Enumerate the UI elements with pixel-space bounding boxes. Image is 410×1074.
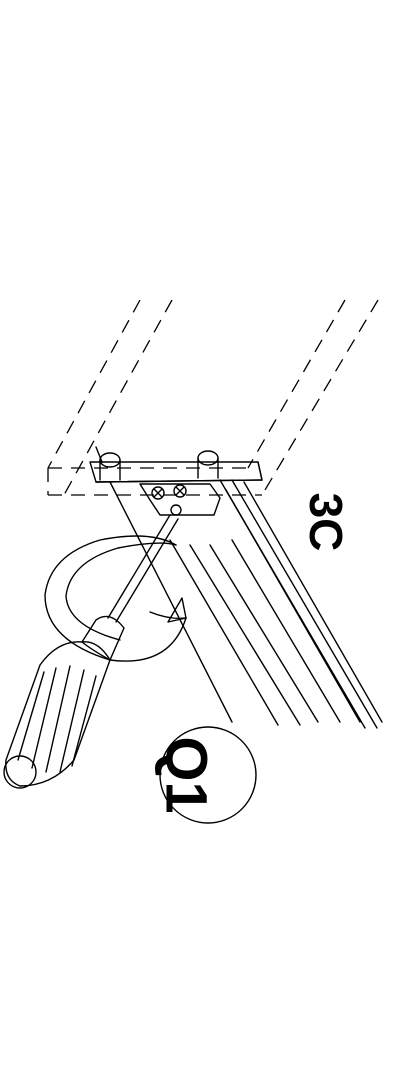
bracket-plate bbox=[139, 483, 221, 516]
screwdriver-icon bbox=[3, 514, 179, 789]
rotation-arrow-icon bbox=[44, 535, 187, 662]
dashed-panel-outline bbox=[47, 299, 379, 496]
part-label: Q1 bbox=[154, 736, 219, 813]
part-callout: Q1 bbox=[154, 726, 257, 824]
dowel-pin-right bbox=[197, 450, 219, 479]
leader-lines bbox=[109, 481, 341, 726]
step-label: 3C bbox=[300, 493, 352, 552]
rail-bar bbox=[89, 461, 383, 729]
dowel-pin-left bbox=[95, 446, 121, 481]
